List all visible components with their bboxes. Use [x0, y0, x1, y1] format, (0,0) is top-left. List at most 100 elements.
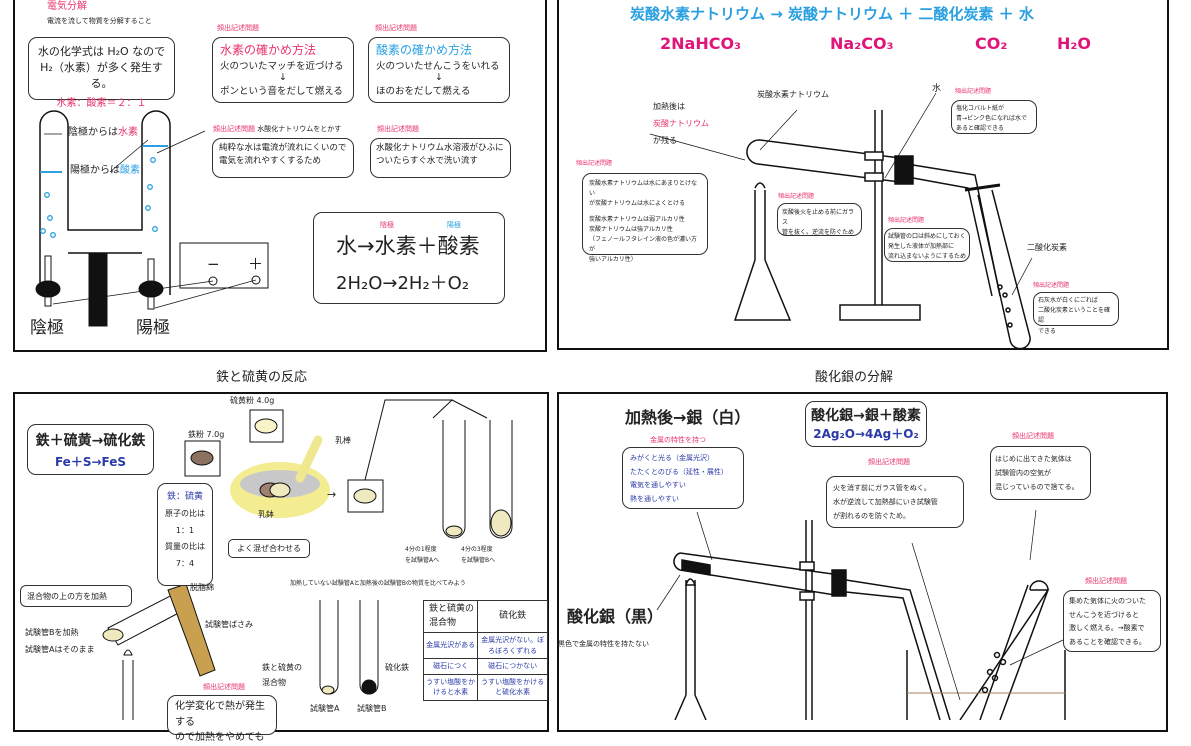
formula-co2: CO₂ [975, 34, 1008, 53]
section-title: 酸化銀の分解 [815, 370, 894, 385]
freq-label: 頻出記述問題 [1012, 432, 1054, 440]
freq-label: 頻出記述問題 [203, 683, 245, 691]
chemical-equation: 2H₂O→2H₂＋O₂ [336, 273, 470, 294]
box-line: が割れるのを防ぐため。 [833, 512, 910, 520]
box-line: 火のついたせんこうをいれる [376, 61, 500, 72]
diagram-drawings [35, 92, 1066, 720]
formula-nahco3: 2NaHCO₃ [660, 34, 742, 53]
table-row: 磁石につく磁石につかない [422, 658, 548, 675]
box-line: ついたらすぐ水で洗い流す [376, 155, 478, 166]
box-line: 化学変化で熱が発生する [175, 701, 265, 728]
silver-oxide-drawings [656, 509, 1066, 720]
box-line: 石灰水が白くにごれば [1038, 297, 1098, 304]
note-line: 水の化学式は H₂O なので [37, 45, 166, 58]
cobalt-box: 塩化コバルト紙が 青→ピンク色になれば水で あると確認できる [951, 100, 1037, 134]
anode-tag: 陽極 [447, 221, 461, 229]
box-line: 水酸化ナトリウム水溶液がひふに [376, 143, 504, 153]
note-line: が残る [653, 135, 677, 145]
table-row: 金属光沢がある金属光沢がない。ぼろぼろくずれる [422, 632, 548, 659]
tube-a-note: 4分の1程度 を試験管Aへ [405, 545, 439, 567]
compare-instruction: 加熱していない試験管Aと加熱後の試験管Bの物質を比べてみよう [290, 580, 466, 587]
box-line: 電気を通しやすい [630, 481, 686, 490]
electrolysis-panel [13, 0, 547, 352]
naoh-label: 頻出記述問題 水酸化ナトリウムをとかす [213, 125, 341, 134]
oxygen-test-box: 集めた気体に火のついた せんこうを近づけると 激しく燃える。→酸素で あることを… [1063, 590, 1161, 652]
box-line: が炭酸ナトリウムは水によくとける [589, 200, 686, 208]
water-label: 水 [932, 84, 942, 94]
box-line: 青→ピンク色になれば水で [956, 115, 1028, 123]
co2-label: 二酸化炭素 [1027, 243, 1067, 252]
note-line: 加熱後は [653, 102, 685, 111]
solubility-box: 炭酸水素ナトリウムは水にあまりとけない が炭酸ナトリウムは水によくとける 炭酸水… [582, 173, 708, 263]
arrow-icon: ↓ [435, 72, 443, 83]
box-line: 激しく燃える。→酸素で [1069, 624, 1145, 633]
ratio: 水素：酸素＝２：１ [56, 98, 147, 109]
arrow-icon: ↓ [279, 72, 287, 83]
ratio-line: 1：1 [175, 525, 195, 535]
freq-label: 頻出記述問題 [888, 217, 925, 224]
after-heat-label: 加熱後→銀（白） [625, 408, 751, 427]
definition: 電流を流して物質を分解すること [47, 17, 152, 25]
box-line: （フェノールフタレイン液の色が濃い方が [589, 235, 698, 254]
table-cell: 金属光沢がない。ぼろぼろくずれる [477, 632, 548, 659]
note-line: 炭酸ナトリウム [653, 118, 709, 128]
metal-props-box: みがくと光る（金属光沢） たたくとのびる（延性・展性） 電気を通しやすい 熱を通… [622, 447, 744, 509]
hydrogen-check-box: 水素の確かめ方法 火のついたマッチを近づける ↓ ポンという音をだして燃える [212, 37, 354, 103]
tilt-box: 試験管の口は斜めにしておく 発生した液体が加熱部に 流れ込まないようにするため [884, 228, 970, 262]
box-title: 水素の確かめ方法 [220, 43, 317, 57]
note-line: を試験管Bへ [461, 556, 496, 564]
sulfur-label: 硫黄粉 4.0g [230, 396, 275, 405]
label-text: 陽極からは [70, 165, 120, 176]
table-cell: 金属光沢がある [422, 632, 479, 659]
formula-na2co3: Na₂CO₃ [830, 34, 894, 53]
arrow-icon: → [327, 488, 337, 501]
box-line: 発生した液体が加熱部に [888, 243, 955, 251]
heat-note-box: 化学変化で熱が発生する ので加熱をやめても [167, 695, 277, 743]
fes-label: 硫化鉄 [385, 663, 409, 672]
gas-name: 水素 [118, 127, 138, 138]
chemical-equation: 2Ag₂O→4Ag＋O₂ [813, 427, 919, 441]
mortar-label: 乳鉢 [258, 510, 274, 519]
anode-label: 陽極 [136, 318, 170, 338]
first-gas-box: はじめに出てきた気体は 試験管内の空気が 混じっているので捨てる。 [990, 446, 1091, 500]
box-line: できる [1038, 327, 1056, 335]
mixture-label: 鉄と硫黄の 混合物 [262, 660, 302, 690]
naoh-caution-box: 水酸化ナトリウム水溶液がひふに ついたらすぐ水で洗い流す [370, 138, 511, 178]
freq-label: 頻出記述問題 [955, 88, 992, 95]
box-title: 酸素の確かめ方法 [376, 43, 473, 57]
table-header: 鉄と硫黄の混合物 硫化鉄 [422, 600, 548, 633]
heat-top-note: 混合物の上の方を加熱 [20, 585, 132, 607]
cathode-tag: 陰極 [380, 221, 394, 229]
heat-b-label: 試験管Bを加熱 [25, 628, 79, 637]
reaction-box: 鉄＋硫黄→硫化鉄 Fe＋S→FeS [27, 424, 154, 475]
tube-b-label: 試験管B [357, 704, 387, 713]
note-line: H₂（水素）が多く発生する。 [40, 61, 163, 90]
freq-label: 頻出記述問題 [868, 458, 910, 466]
word-equation: 鉄＋硫黄→硫化鉄 [35, 433, 146, 449]
box-line: 流れ込まないようにするため [888, 253, 966, 261]
header-cell: 鉄と硫黄の混合物 [422, 600, 479, 633]
cathode-gas-label: 陰極からは水素 [68, 127, 138, 140]
box-line: 純粋な水は電流が流れにくいので [219, 143, 347, 153]
note-line: 4分の1程度 [405, 546, 437, 553]
tube-b-note: 4分の3程度 を試験管Bへ [461, 545, 495, 567]
note-line: を試験管Aへ [405, 556, 440, 564]
box-line: 火のついたマッチを近づける [220, 61, 344, 72]
box-line: ので加熱をやめても [175, 732, 265, 743]
freq-label: 頻出記述問題 [778, 193, 815, 200]
label-text: 陰極からは [68, 127, 118, 138]
table-row: うすい塩酸をかけると水素うすい塩酸をかけると硫化水素 [422, 673, 548, 701]
box-line: 熱を通しやすい [630, 494, 679, 503]
box-line: ほのおをだして燃える [376, 86, 471, 97]
metal-props-label: 金属の特性を持つ [650, 436, 706, 444]
box-line: ポンという音をだして燃える [220, 86, 343, 97]
freq-label: 頻出記述問題 [1033, 282, 1070, 289]
before-heat-label: 酸化銀（黒） [567, 607, 664, 626]
box-line: 管を抜く。逆流を防ぐため [782, 229, 855, 237]
header-cell: 硫化鉄 [477, 600, 548, 633]
backflow-box: 炭酸後火を止める前にガラス 管を抜く。逆流を防ぐため [777, 203, 862, 236]
freq-label: 頻出記述問題 [576, 160, 613, 167]
formula-note-box: 水の化学式は H₂O なので H₂（水素）が多く発生する。 水素：酸素＝２：１ [28, 37, 175, 109]
box-line: 炭酸水素ナトリウムは弱アルカリ性 [589, 215, 685, 223]
tube-a-label: 試験管A [310, 704, 340, 713]
